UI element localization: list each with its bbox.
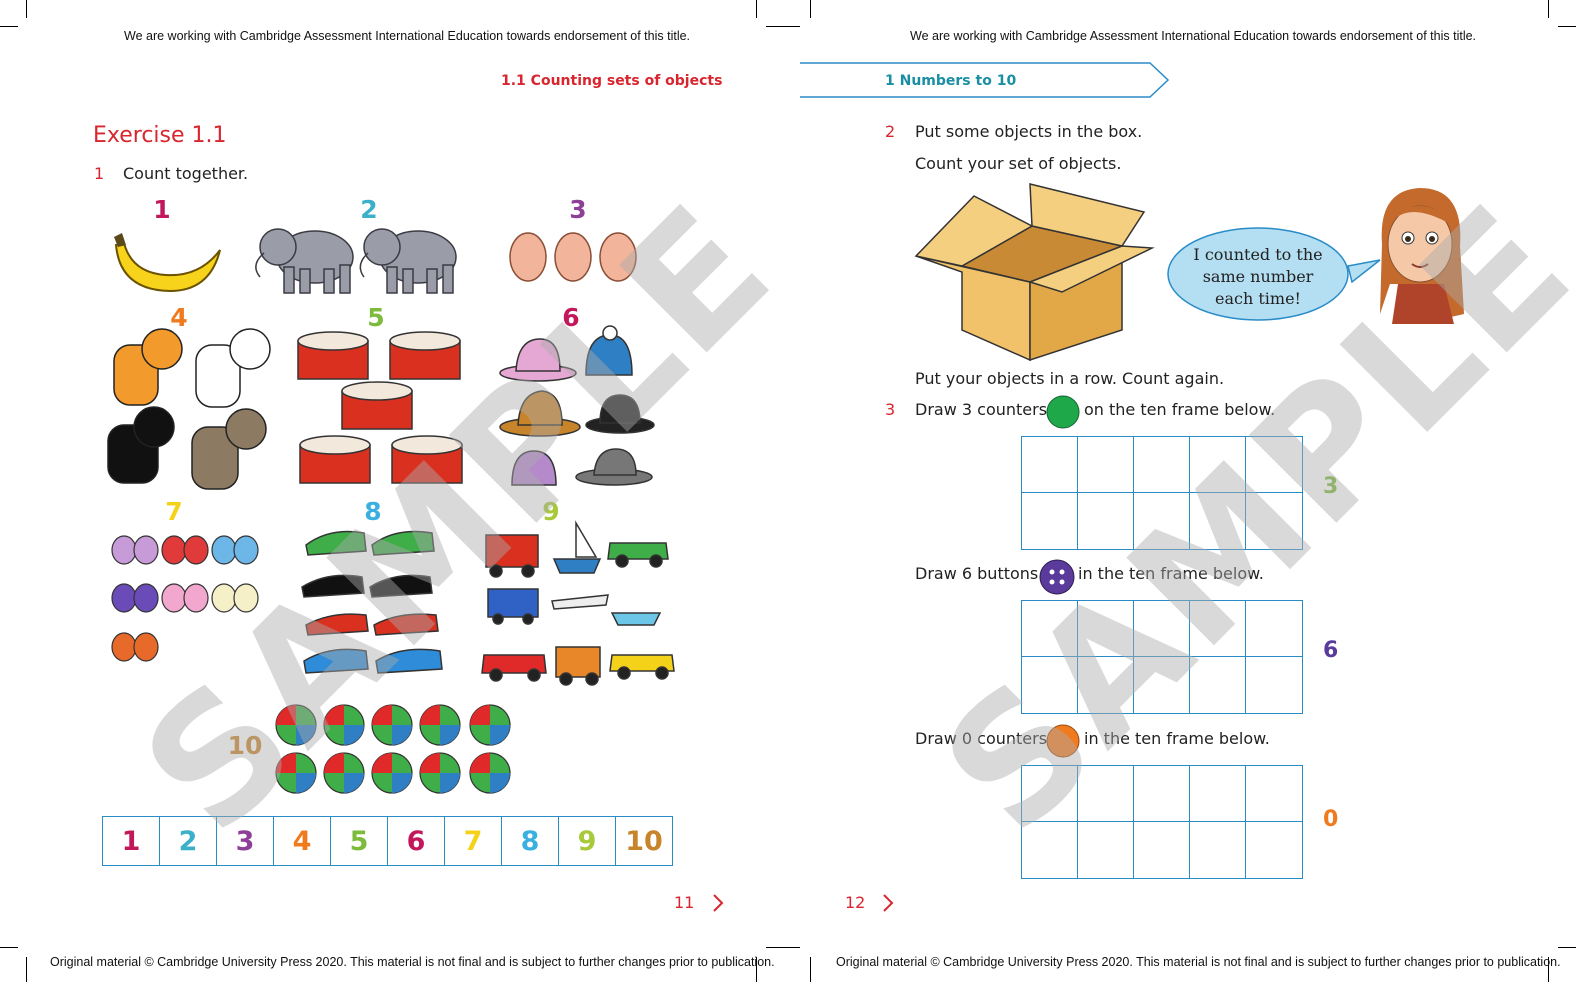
question-text: Put your objects in a row. Count again. <box>915 369 1225 388</box>
number-track: 1 2 3 4 5 6 7 8 9 10 <box>102 816 673 866</box>
shoe-illustration <box>301 530 443 674</box>
speech-line: I counted to the <box>1193 245 1323 264</box>
number-track-cell: 7 <box>445 817 502 865</box>
orange-counter-icon <box>1046 724 1080 758</box>
frame-target-number: 3 <box>1323 474 1339 499</box>
copyright-footer-right: Original material © Cambridge University… <box>836 955 1561 969</box>
group-number: 8 <box>364 497 382 526</box>
crop-mark <box>26 957 27 982</box>
exercise-title: Exercise 1.1 <box>93 123 227 148</box>
question-number: 2 <box>885 122 896 141</box>
group-number: 7 <box>165 497 183 526</box>
number-track-cell: 2 <box>160 817 217 865</box>
question-text: Draw 3 counters <box>915 400 1048 419</box>
green-counter-icon <box>1046 395 1080 429</box>
number-track-cell: 9 <box>559 817 616 865</box>
page-number: 12 <box>845 893 866 912</box>
next-page-chevron-icon[interactable] <box>882 893 894 913</box>
group-number: 4 <box>170 303 188 332</box>
question-text: Put some objects in the box. <box>915 122 1143 141</box>
crop-mark <box>756 957 757 982</box>
crop-mark <box>26 0 27 18</box>
group-number: 3 <box>569 195 587 224</box>
frame-target-number: 0 <box>1323 807 1339 832</box>
drum-illustration <box>297 331 463 484</box>
question-text: Count your set of objects. <box>915 154 1122 173</box>
egg-illustration <box>509 232 637 282</box>
crop-mark <box>1558 26 1576 27</box>
speech-line: same number <box>1202 267 1314 286</box>
crop-mark <box>1558 947 1576 948</box>
vehicle-illustration <box>481 520 675 686</box>
number-track-cell: 3 <box>217 817 274 865</box>
cardboard-box-illustration <box>914 183 1155 362</box>
question-text: Count together. <box>123 164 249 183</box>
question-number: 3 <box>885 400 896 419</box>
chapter-tab <box>800 62 1170 98</box>
ten-frame[interactable] <box>1021 600 1303 714</box>
ten-frame[interactable] <box>1021 765 1303 879</box>
chapter-title: 1 Numbers to 10 <box>885 73 1017 89</box>
speech-bubble <box>1167 227 1381 321</box>
counting-illustrations <box>107 228 675 794</box>
question-text: on the ten frame below. <box>1084 400 1276 419</box>
banana-illustration <box>114 233 221 293</box>
endorsement-note-right: We are working with Cambridge Assessment… <box>910 29 1477 43</box>
crop-mark <box>766 947 800 948</box>
ball-illustration <box>275 704 511 794</box>
group-number: 9 <box>542 497 560 526</box>
endorsement-note-left: We are working with Cambridge Assessment… <box>124 29 691 43</box>
purple-button-icon <box>1039 559 1075 595</box>
speech-text: I counted to the same number each time! <box>1176 244 1340 310</box>
number-track-cell: 10 <box>625 825 663 857</box>
copyright-footer-left: Original material © Cambridge University… <box>50 955 775 969</box>
question-text: Draw 0 counters <box>915 729 1048 748</box>
crop-mark <box>0 947 18 948</box>
crop-mark <box>766 26 800 27</box>
page-number: 11 <box>674 893 695 912</box>
frame-target-number: 6 <box>1323 638 1339 663</box>
group-number: 10 <box>227 731 263 760</box>
section-heading: 1.1 Counting sets of objects <box>501 73 723 89</box>
crop-mark <box>810 957 811 982</box>
crop-mark <box>0 26 18 27</box>
number-track-cell: 6 <box>388 817 445 865</box>
number-track-cell: 5 <box>331 817 388 865</box>
number-track-cell: 4 <box>274 817 331 865</box>
question-number: 1 <box>94 164 105 183</box>
group-number: 1 <box>153 195 171 224</box>
question-text: in the ten frame below. <box>1078 564 1264 583</box>
speech-line: each time! <box>1215 289 1301 308</box>
ten-frame[interactable] <box>1021 436 1303 550</box>
question-text: Draw 6 buttons <box>915 564 1039 583</box>
group-number: 6 <box>562 303 580 332</box>
elephant-illustration <box>255 228 457 294</box>
cat-illustration <box>107 328 271 490</box>
number-track-cell: 1 <box>103 817 160 865</box>
crop-mark <box>1548 0 1549 18</box>
crop-mark <box>1548 957 1549 982</box>
girl-character-illustration <box>1380 188 1464 324</box>
crop-mark <box>756 0 757 18</box>
group-number: 2 <box>360 195 378 224</box>
next-page-chevron-icon[interactable] <box>712 893 724 913</box>
number-track-cell: 8 <box>502 817 559 865</box>
butterfly-illustration <box>111 535 259 662</box>
hat-illustration <box>499 325 655 486</box>
crop-mark <box>810 0 811 18</box>
question-text: in the ten frame below. <box>1084 729 1270 748</box>
group-number: 5 <box>367 303 385 332</box>
